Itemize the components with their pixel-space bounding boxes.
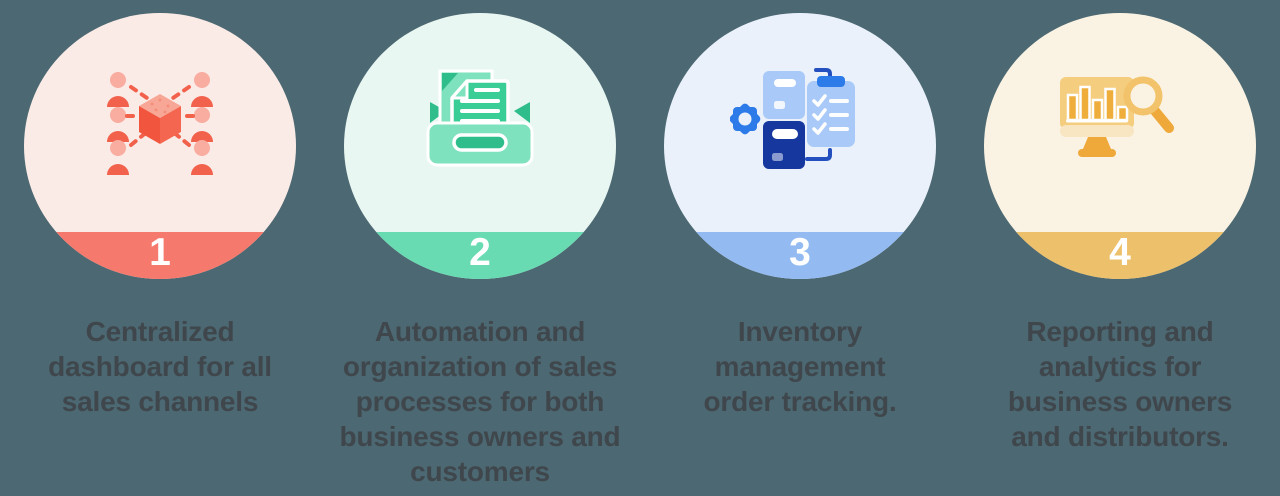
step-column-3: 3 Inventory management order tracking.	[640, 0, 960, 496]
step-number-band: 4	[984, 232, 1256, 279]
step-number: 2	[469, 231, 491, 274]
step-column-1: 1 Centralized dashboard for all sales ch…	[0, 0, 320, 496]
step-number: 4	[1109, 231, 1131, 274]
gear-inventory-checklist-icon	[730, 67, 855, 169]
step-circle-4: 4	[984, 13, 1256, 279]
step-number: 1	[149, 231, 171, 274]
step-number-band: 2	[344, 232, 616, 279]
step-number: 3	[789, 231, 811, 274]
step-circle-3: 3	[664, 13, 936, 279]
step-caption: Inventory management order tracking.	[703, 316, 897, 417]
step-caption: Centralized dashboard for all sales chan…	[48, 316, 272, 417]
inbox-documents-icon	[426, 69, 534, 167]
step-caption: Reporting and analytics for business own…	[1007, 316, 1233, 452]
step-column-2: 2 Automation and organization of sales p…	[320, 0, 640, 496]
analytics-monitor-magnifier-icon	[1060, 76, 1174, 157]
step-circle-1: 1	[24, 13, 296, 279]
step-caption: Automation and organization of sales pro…	[339, 316, 621, 487]
network-cube-icon	[107, 72, 213, 175]
step-number-band: 1	[24, 232, 296, 279]
step-column-4: 4 Reporting and analytics for business o…	[960, 0, 1280, 496]
step-number-band: 3	[664, 232, 936, 279]
step-circle-2: 2	[344, 13, 616, 279]
